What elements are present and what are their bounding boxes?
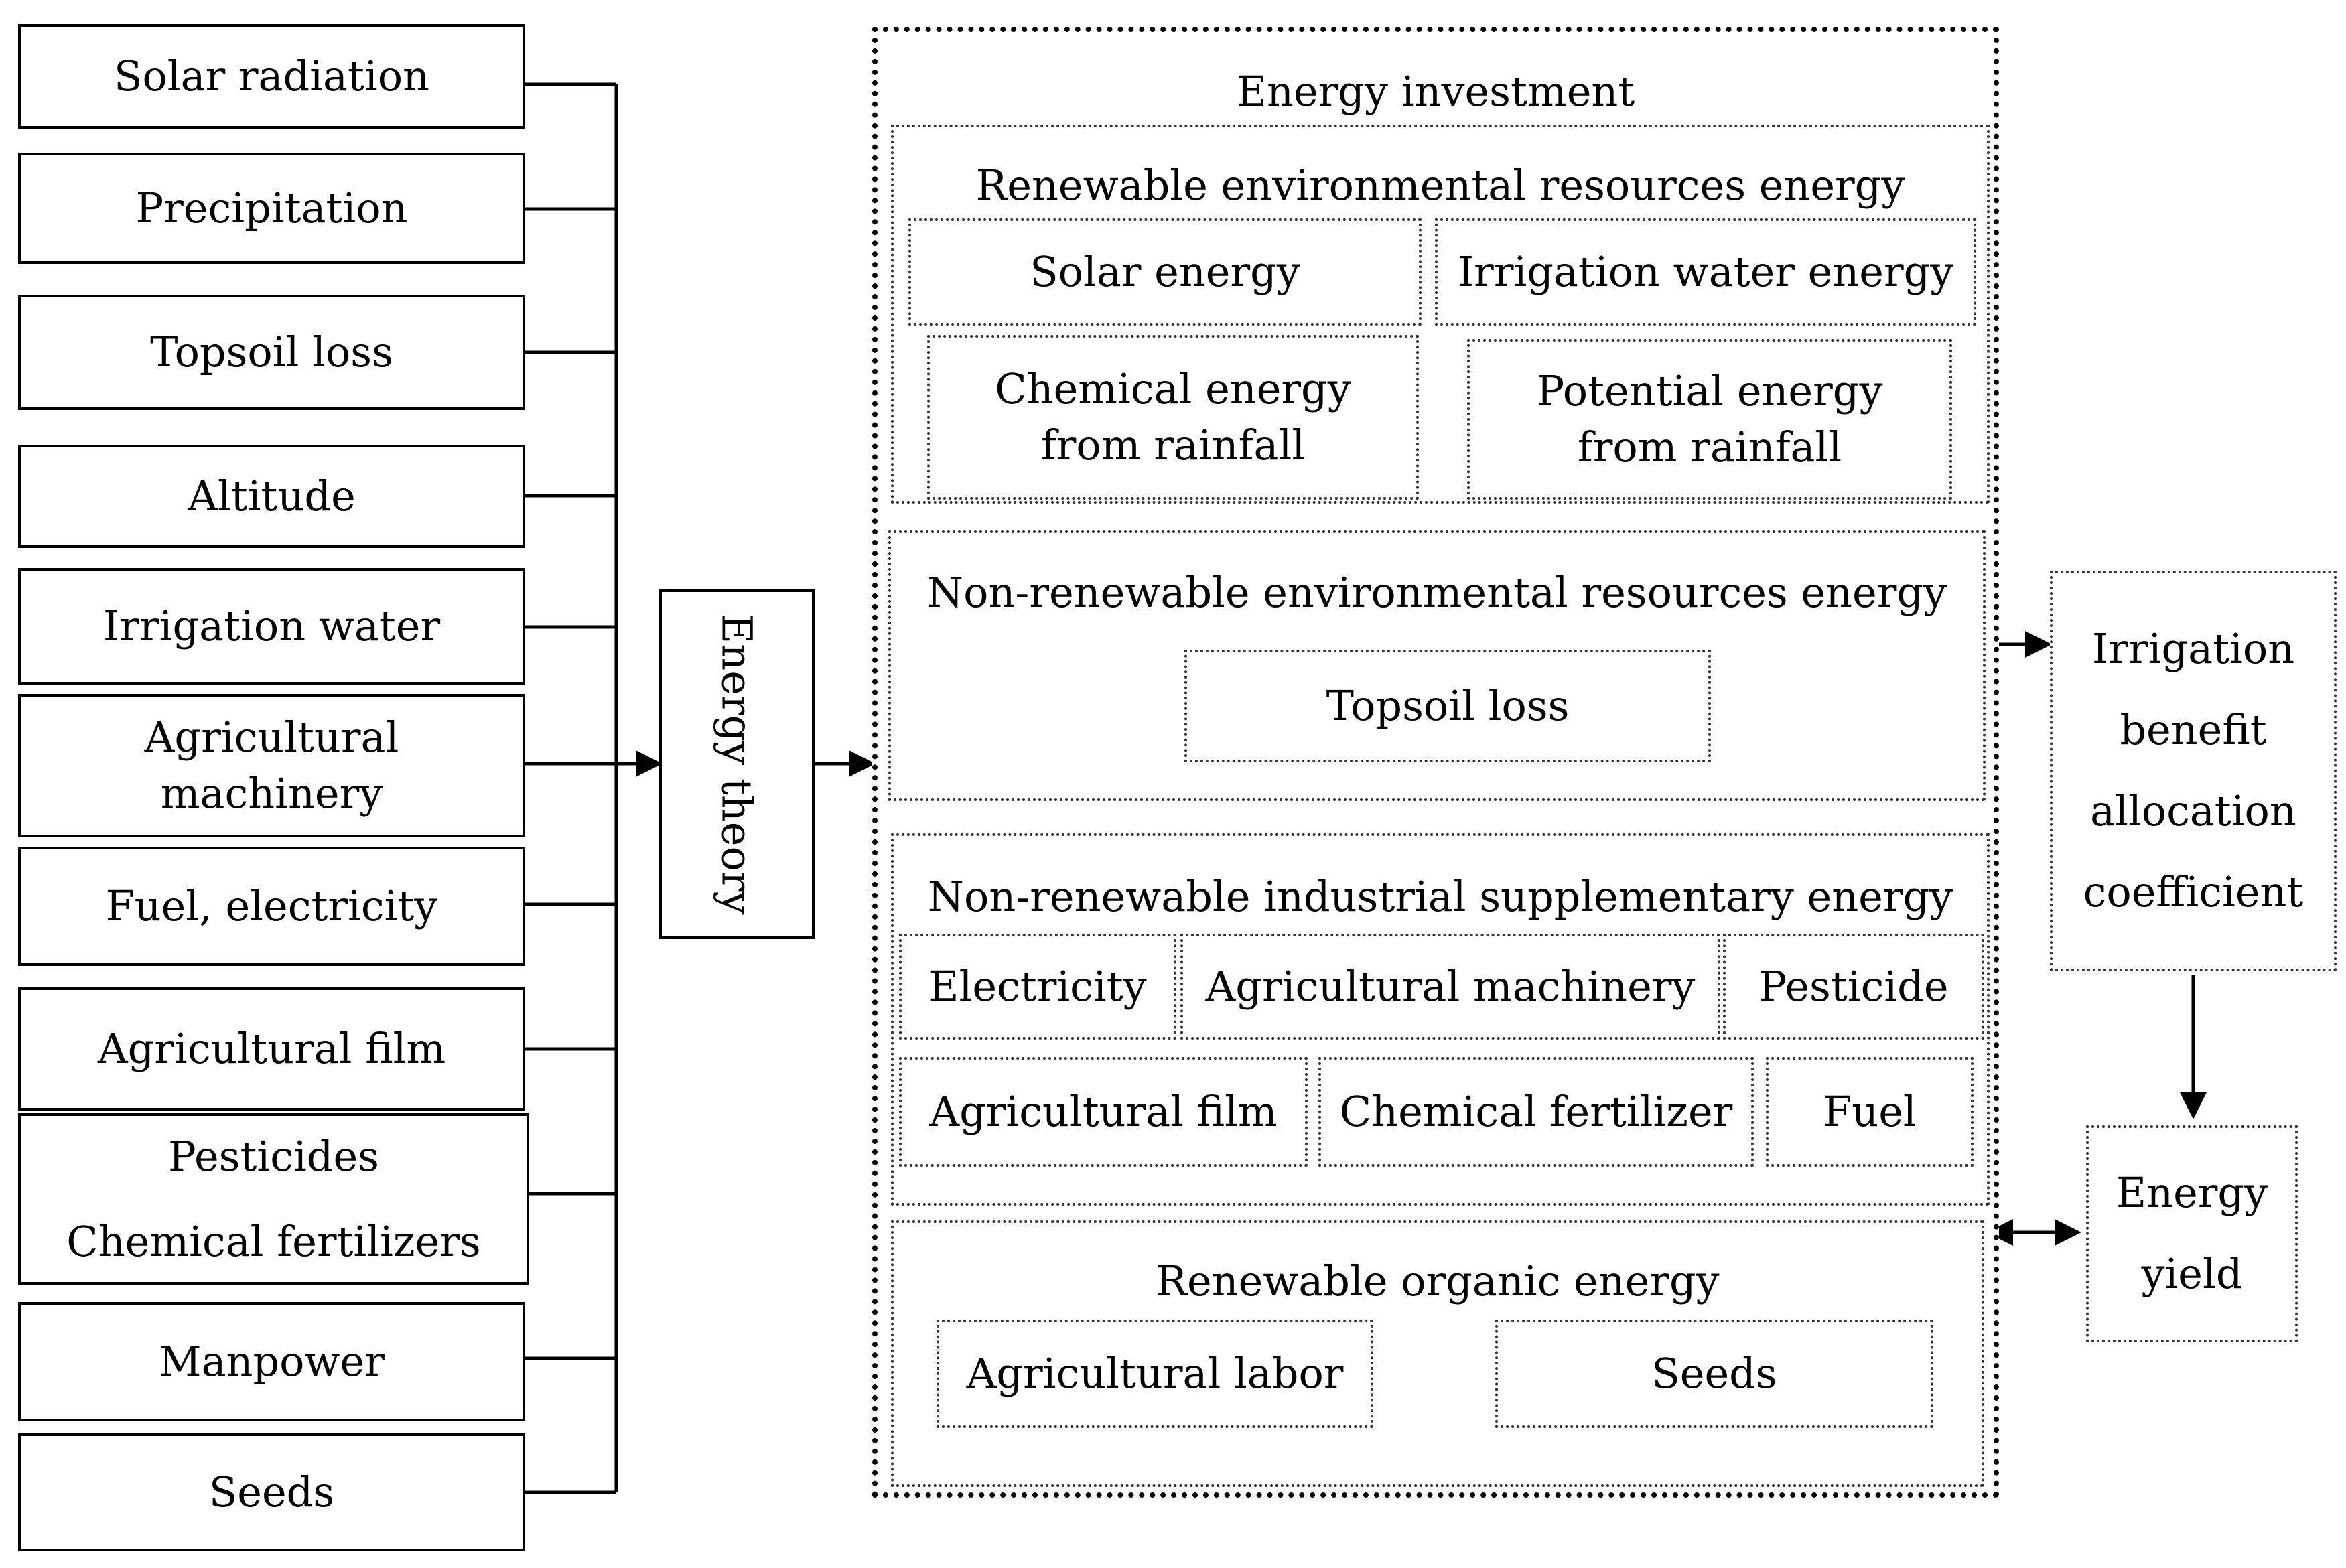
irrigation-water-energy-box: Irrigation water energy [1435,218,1976,326]
renewable-env-title: Renewable environmental resources energy [975,161,1905,210]
chemical-energy-rainfall-label: Chemical energy from rainfall [995,364,1351,470]
electricity-label: Electricity [928,962,1147,1011]
energy-investment-title: Energy investment [1236,67,1635,116]
agricultural-labor-box: Agricultural labor [937,1320,1373,1428]
input-label: Fuel, electricity [105,881,438,931]
pesticide-box: Pesticide [1723,934,1984,1040]
electricity-box: Electricity [899,934,1176,1040]
agricultural-machinery-label: Agricultural machinery [1205,962,1696,1011]
input-box-solar-radiation: Solar radiation [18,24,525,129]
potential-energy-rainfall-box: Potential energy from rainfall [1467,339,1952,500]
input-box-fuel-electricity: Fuel, electricity [18,847,525,966]
input-box-irrigation-water: Irrigation water [18,568,525,685]
energy-yield-box: Energy yield [2086,1125,2298,1342]
input-label: Seeds [208,1468,335,1517]
input-box-topsoil-loss: Topsoil loss [18,295,525,410]
agricultural-film-box: Agricultural film [899,1057,1308,1167]
input-box-agricultural-machinery: Agricultural machinery [18,694,525,837]
input-box-precipitation: Precipitation [18,153,525,264]
input-box-agricultural-film: Agricultural film [18,987,525,1111]
solar-energy-box: Solar energy [908,218,1422,326]
chemical-fertilizer-box: Chemical fertilizer [1318,1057,1754,1167]
input-label: Agricultural machinery [144,713,399,818]
seeds-label: Seeds [1651,1349,1777,1399]
energy-theory-box: Energy theory [659,589,815,939]
potential-energy-rainfall-label: Potential energy from rainfall [1536,366,1883,472]
energy-yield-label: Energy yield [2116,1168,2268,1298]
energy-theory-label: Energy theory [712,614,762,915]
agricultural-labor-label: Agricultural labor [966,1349,1344,1399]
input-box-manpower: Manpower [18,1302,525,1421]
fuel-label: Fuel [1823,1087,1917,1137]
chemical-energy-rainfall-box: Chemical energy from rainfall [927,335,1419,500]
input-label: Pesticides Chemical fertilizers [66,1131,481,1266]
input-label: Precipitation [135,184,408,233]
topsoil-loss-box: Topsoil loss [1184,650,1711,762]
agricultural-film-label: Agricultural film [929,1087,1278,1137]
irrigation-coefficient-box: Irrigation benefit allocation coefficien… [2050,571,2337,971]
topsoil-loss-label: Topsoil loss [1326,681,1570,731]
input-label: Topsoil loss [150,328,393,377]
pesticide-label: Pesticide [1758,962,1949,1011]
fuel-box: Fuel [1766,1057,1974,1167]
solar-energy-label: Solar energy [1030,247,1300,297]
irrigation-coefficient-label: Irrigation benefit allocation coefficien… [2083,624,2304,916]
renewable-organic-title: Renewable organic energy [1156,1257,1720,1305]
input-label: Irrigation water [102,601,441,651]
input-label: Altitude [188,472,356,521]
input-label: Solar radiation [113,52,430,101]
nonrenewable-industrial-title: Non-renewable industrial supplementary e… [927,872,1953,921]
input-box-altitude: Altitude [18,445,525,548]
input-label: Manpower [159,1337,385,1386]
nonrenewable-env-title: Non-renewable environmental resources en… [926,568,1947,617]
input-label: Agricultural film [97,1024,446,1074]
agricultural-machinery-box: Agricultural machinery [1180,934,1720,1040]
irrigation-water-energy-label: Irrigation water energy [1457,247,1954,297]
input-box-pesticides-fertilizers: Pesticides Chemical fertilizers [18,1113,529,1285]
chemical-fertilizer-label: Chemical fertilizer [1339,1087,1733,1137]
seeds-box: Seeds [1495,1320,1933,1428]
input-box-seeds: Seeds [18,1433,525,1551]
